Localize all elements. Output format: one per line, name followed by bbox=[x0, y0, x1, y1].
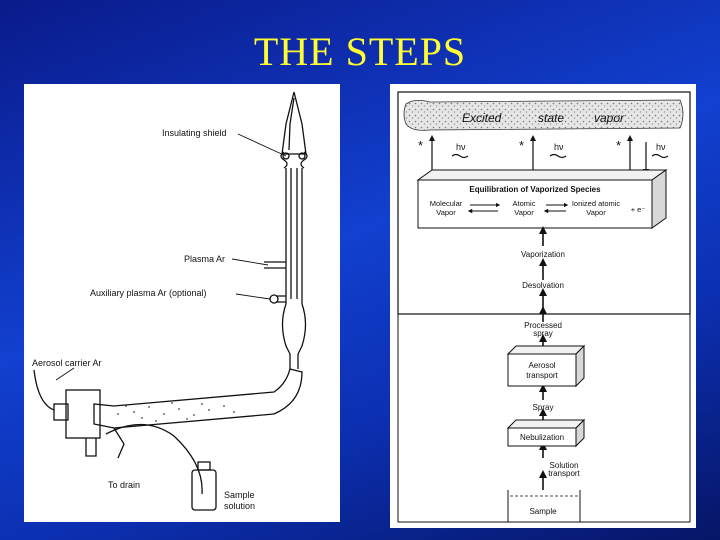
excited-word-2: state bbox=[538, 111, 564, 125]
nebulization-box bbox=[507, 427, 577, 447]
aerosol-transport-box bbox=[507, 353, 577, 387]
equilibration-box-top bbox=[416, 169, 668, 181]
sample-beaker bbox=[507, 490, 581, 523]
label-to-drain: To drain bbox=[108, 480, 140, 490]
torch-neck bbox=[289, 354, 299, 369]
nebulizer-body bbox=[65, 389, 101, 439]
sample-line bbox=[105, 423, 203, 495]
label-aerosol-carrier: Aerosol carrier Ar bbox=[32, 358, 102, 368]
atomic-label-2: Vapor bbox=[514, 208, 534, 217]
spray-chamber bbox=[93, 368, 303, 429]
carrier-gas-tube bbox=[33, 369, 55, 411]
equilibration-box-side bbox=[651, 169, 667, 229]
step-processed-spray-1: Processed bbox=[524, 321, 562, 330]
step-desolvation: Desolvation bbox=[522, 281, 564, 290]
step-aerosol-transport-2: transport bbox=[526, 371, 558, 380]
step-vaporization: Vaporization bbox=[521, 250, 565, 259]
sample-intro-region bbox=[397, 313, 691, 523]
hv-label-2: hν bbox=[554, 142, 564, 152]
star-1: * bbox=[418, 138, 423, 153]
step-solution-transport-2: transport bbox=[548, 469, 580, 478]
aerosol-box-top bbox=[506, 345, 586, 355]
step-sample: Sample bbox=[529, 507, 557, 516]
torch-inner-tube bbox=[290, 168, 298, 299]
nebulizer-drain-stub bbox=[85, 438, 97, 457]
label-plasma-ar: Plasma Ar bbox=[184, 254, 225, 264]
label-sample-solution-line1: Sample bbox=[224, 490, 255, 500]
molecular-label-1: Molecular bbox=[430, 199, 463, 208]
torch-diagram-panel: Insulating shield Plasma Ar Auxiliary pl… bbox=[24, 84, 340, 522]
nebulization-box-top bbox=[506, 419, 586, 429]
molecular-label-2: Vapor bbox=[436, 208, 456, 217]
star-3: * bbox=[616, 138, 621, 153]
plasma-inlet-tube bbox=[264, 261, 286, 269]
torch-outer-tube bbox=[285, 168, 303, 304]
aux-valve bbox=[269, 294, 279, 304]
step-solution-transport-1: Solution bbox=[550, 461, 579, 470]
slide-title: THE STEPS bbox=[253, 29, 467, 74]
step-nebulization: Nebulization bbox=[520, 433, 564, 442]
star-2: * bbox=[519, 138, 524, 153]
step-aerosol-transport-1: Aerosol bbox=[528, 361, 555, 370]
process-flow-panel: Excited state vapor * * * hν hν hν Equil… bbox=[390, 84, 696, 528]
sample-bottle-cap bbox=[197, 461, 211, 471]
drain-outlet bbox=[113, 427, 125, 459]
ionized-label-1: Ionized atomic bbox=[572, 199, 621, 208]
aux-inlet-tube bbox=[276, 295, 286, 303]
atomic-label-1: Atomic bbox=[513, 199, 536, 208]
ionized-label-2: Vapor bbox=[586, 208, 606, 217]
torch-flame bbox=[281, 91, 307, 155]
torch-diagram: Insulating shield Plasma Ar Auxiliary pl… bbox=[32, 91, 308, 511]
step-spray: Spray bbox=[533, 403, 554, 412]
step-processed-spray-2: spray bbox=[533, 329, 553, 338]
coil-loop bbox=[298, 152, 306, 160]
coil-loop bbox=[282, 152, 290, 160]
excited-word-3: vapor bbox=[594, 111, 625, 125]
torch-bulge bbox=[281, 303, 307, 355]
hv-label-1: hν bbox=[456, 142, 466, 152]
excited-state-band bbox=[403, 99, 684, 131]
label-auxiliary-plasma: Auxiliary plasma Ar (optional) bbox=[90, 288, 207, 298]
torch-inner-line bbox=[288, 97, 295, 151]
label-sample-solution-line2: solution bbox=[224, 501, 255, 511]
nebulizer-inlet bbox=[53, 403, 69, 421]
equilibration-box bbox=[417, 179, 653, 229]
equilibration-title: Equilibration of Vaporized Species bbox=[469, 185, 601, 194]
process-flow-diagram: Excited state vapor * * * hν hν hν Equil… bbox=[397, 91, 691, 523]
excited-word-1: Excited bbox=[462, 111, 502, 125]
sample-bottle bbox=[191, 469, 217, 511]
electron-label: + e⁻ bbox=[631, 205, 646, 214]
hv-label-3: hν bbox=[656, 142, 666, 152]
label-insulating-shield: Insulating shield bbox=[162, 128, 227, 138]
